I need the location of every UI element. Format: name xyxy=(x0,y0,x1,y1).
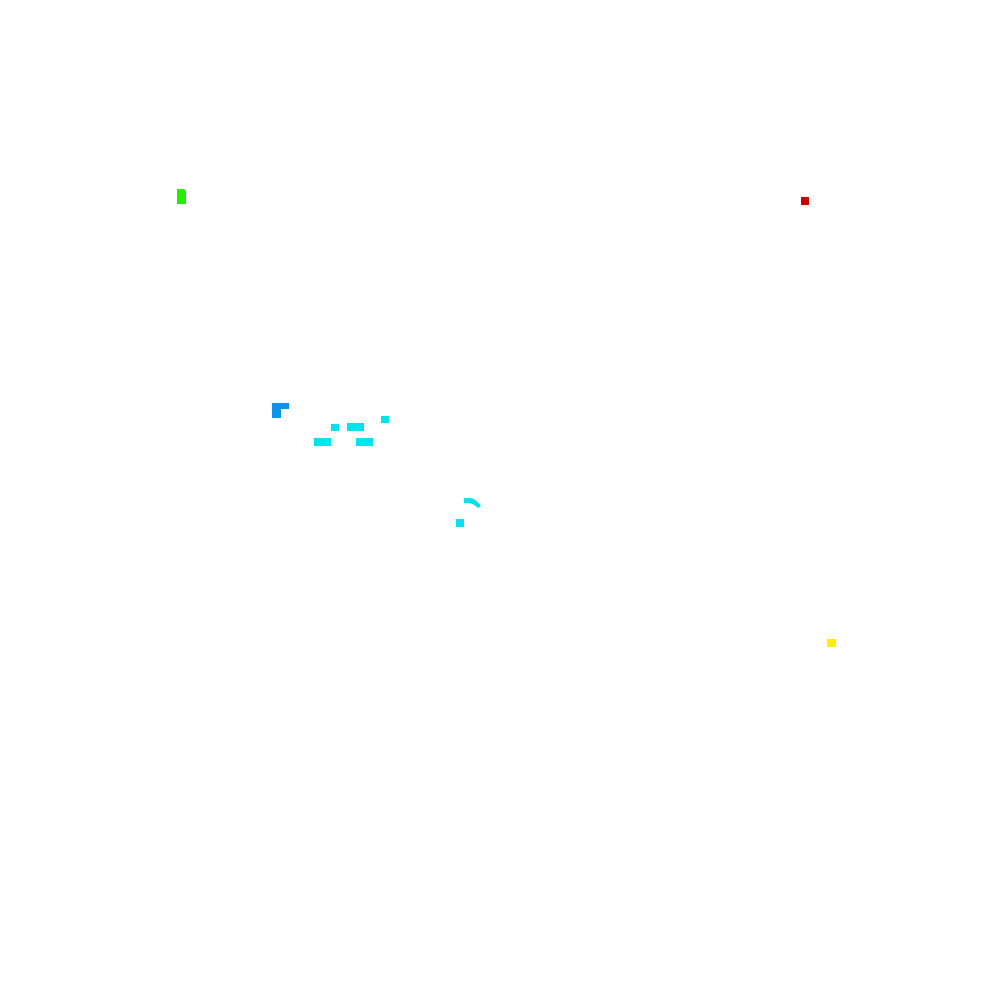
cyan-dash xyxy=(314,438,331,446)
cyan-dot xyxy=(456,519,464,527)
blue-marker-side xyxy=(272,403,281,418)
cyan-dash xyxy=(347,423,364,431)
cyan-arc xyxy=(464,498,481,508)
cyan-dot xyxy=(331,424,339,431)
red-marker xyxy=(801,197,809,205)
yellow-marker xyxy=(827,639,836,647)
green-marker xyxy=(177,189,186,204)
cyan-arc-path xyxy=(464,498,481,508)
cyan-dot xyxy=(381,416,389,423)
cyan-dash xyxy=(356,438,373,446)
